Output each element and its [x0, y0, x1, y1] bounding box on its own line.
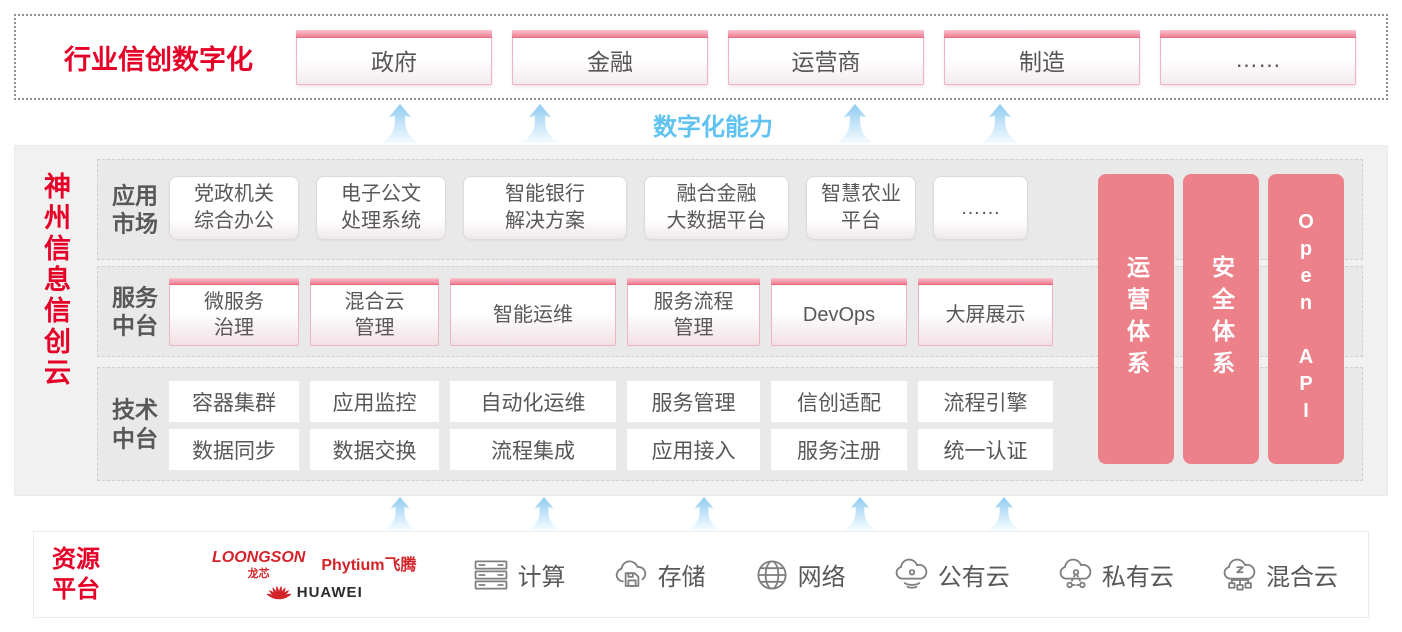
platform-title-vertical: 神州信息信创云 [40, 172, 70, 389]
vendor-logos: LOONGSON 龙芯 Phytium飞腾 [212, 549, 416, 601]
pillar-group: 运营体系 安全体系 Open API [1098, 174, 1344, 464]
industry-box-operator: 运营商 [728, 29, 924, 85]
service-box: DevOps [771, 278, 907, 346]
up-arrow-icon [517, 104, 563, 143]
row-label-service-middle-platform: 服务 中台 [112, 283, 158, 339]
app-market-box: 党政机关 综合办公 [169, 176, 299, 240]
resource-label: 存储 [657, 564, 706, 591]
industry-box-government: 政府 [296, 29, 492, 85]
industry-list: 政府 金融 运营商 制造 …… [296, 29, 1356, 85]
row-label-application-market: 应用 市场 [112, 181, 158, 237]
resource-label: 计算 [517, 564, 566, 591]
resource-item: 网络 [752, 555, 846, 595]
tech-box: 数据交换 [310, 429, 439, 470]
capability-label: 数字化能力 [653, 114, 773, 141]
pillar-operation-system: 运营体系 [1098, 174, 1174, 464]
loongson-logo: LOONGSON 龙芯 [212, 549, 305, 581]
huawei-logo: HUAWEI [266, 584, 363, 601]
service-box: 服务流程 管理 [627, 278, 760, 346]
app-market-box: 智慧农业 平台 [806, 176, 916, 240]
up-arrow-icon [377, 497, 423, 530]
tech-box: 容器集群 [169, 381, 299, 422]
tech-box: 流程引擎 [918, 381, 1053, 422]
industry-band: 行业信创数字化 政府 金融 运营商 制造 …… [14, 14, 1388, 100]
resource-item: 存储 [612, 555, 706, 595]
tech-items-row-1: 容器集群 应用监控 自动化运维 服务管理 信创适配 流程引擎 [169, 381, 1053, 422]
app-market-box: 融合金融 大数据平台 [644, 176, 789, 240]
app-market-box: …… [933, 176, 1028, 240]
tech-box: 数据同步 [169, 429, 299, 470]
storage-icon [615, 560, 646, 587]
up-arrow-icon [681, 497, 727, 530]
resource-item: 混合云 [1220, 555, 1338, 595]
industry-box-finance: 金融 [512, 29, 708, 85]
industry-band-title: 行业信创数字化 [64, 44, 253, 75]
resource-item: 私有云 [1056, 555, 1174, 595]
resource-item-list: 计算 存储 网络 [471, 555, 1338, 595]
service-middle-platform-items: 微服务 治理 混合云 管理 智能运维 服务流程 管理 DevOps 大屏展示 [169, 278, 1053, 346]
up-arrow-icon [977, 104, 1023, 143]
loongson-cn-label: 龙芯 [247, 567, 270, 580]
resource-label: 公有云 [937, 564, 1010, 591]
tech-box: 应用接入 [627, 429, 760, 470]
huawei-flower-icon [266, 585, 292, 600]
service-box: 大屏展示 [918, 278, 1053, 346]
private-cloud-icon [1059, 558, 1092, 588]
tech-box: 信创适配 [771, 381, 907, 422]
industry-box-manufacturing: 制造 [944, 29, 1140, 85]
tech-box: 自动化运维 [450, 381, 616, 422]
resource-panel: 资源 平台 LOONGSON 龙芯 Phytium飞腾 [33, 531, 1369, 618]
application-market-items: 党政机关 综合办公 电子公文 处理系统 智能银行 解决方案 融合金融 大数据平台… [169, 176, 1028, 240]
huawei-wordmark: HUAWEI [296, 583, 363, 601]
up-arrow-icon [377, 104, 423, 143]
public-cloud-icon [895, 558, 927, 589]
up-arrow-icon [981, 497, 1027, 530]
resource-label: 网络 [797, 564, 846, 591]
tech-box: 流程集成 [450, 429, 616, 470]
tech-box: 应用监控 [310, 381, 439, 422]
resource-label: 混合云 [1265, 564, 1338, 591]
up-arrow-icon [832, 104, 878, 143]
pillar-open-api: Open API [1268, 174, 1344, 464]
loongson-wordmark: LOONGSON [212, 548, 306, 566]
tech-box: 服务管理 [627, 381, 760, 422]
tech-box: 服务注册 [771, 429, 907, 470]
phytium-logo: Phytium飞腾 [321, 556, 417, 574]
vendor-row: LOONGSON 龙芯 Phytium飞腾 [212, 549, 416, 581]
resource-item: 计算 [471, 555, 565, 595]
service-box: 混合云 管理 [310, 278, 439, 346]
up-arrow-icon [521, 497, 567, 530]
service-box: 智能运维 [450, 278, 616, 346]
industry-box-more: …… [1160, 29, 1356, 85]
up-arrow-icon [837, 497, 883, 530]
row-label-tech-middle-platform: 技术 中台 [112, 396, 158, 451]
tech-box: 统一认证 [918, 429, 1053, 470]
compute-icon [475, 559, 508, 590]
service-box: 微服务 治理 [169, 278, 299, 346]
platform-panel: 神州信息信创云 应用 市场 党政机关 综合办公 电子公文 处理系统 智能银行 解… [14, 145, 1388, 496]
resource-item: 公有云 [892, 555, 1010, 595]
resource-title: 资源 平台 [52, 545, 100, 603]
resource-label: 私有云 [1101, 564, 1174, 591]
app-market-box: 智能银行 解决方案 [463, 176, 627, 240]
app-market-box: 电子公文 处理系统 [316, 176, 446, 240]
tech-items-row-2: 数据同步 数据交换 流程集成 应用接入 服务注册 统一认证 [169, 429, 1053, 470]
network-icon [757, 559, 787, 590]
pillar-security-system: 安全体系 [1183, 174, 1259, 464]
hybrid-cloud-icon [1223, 558, 1256, 590]
